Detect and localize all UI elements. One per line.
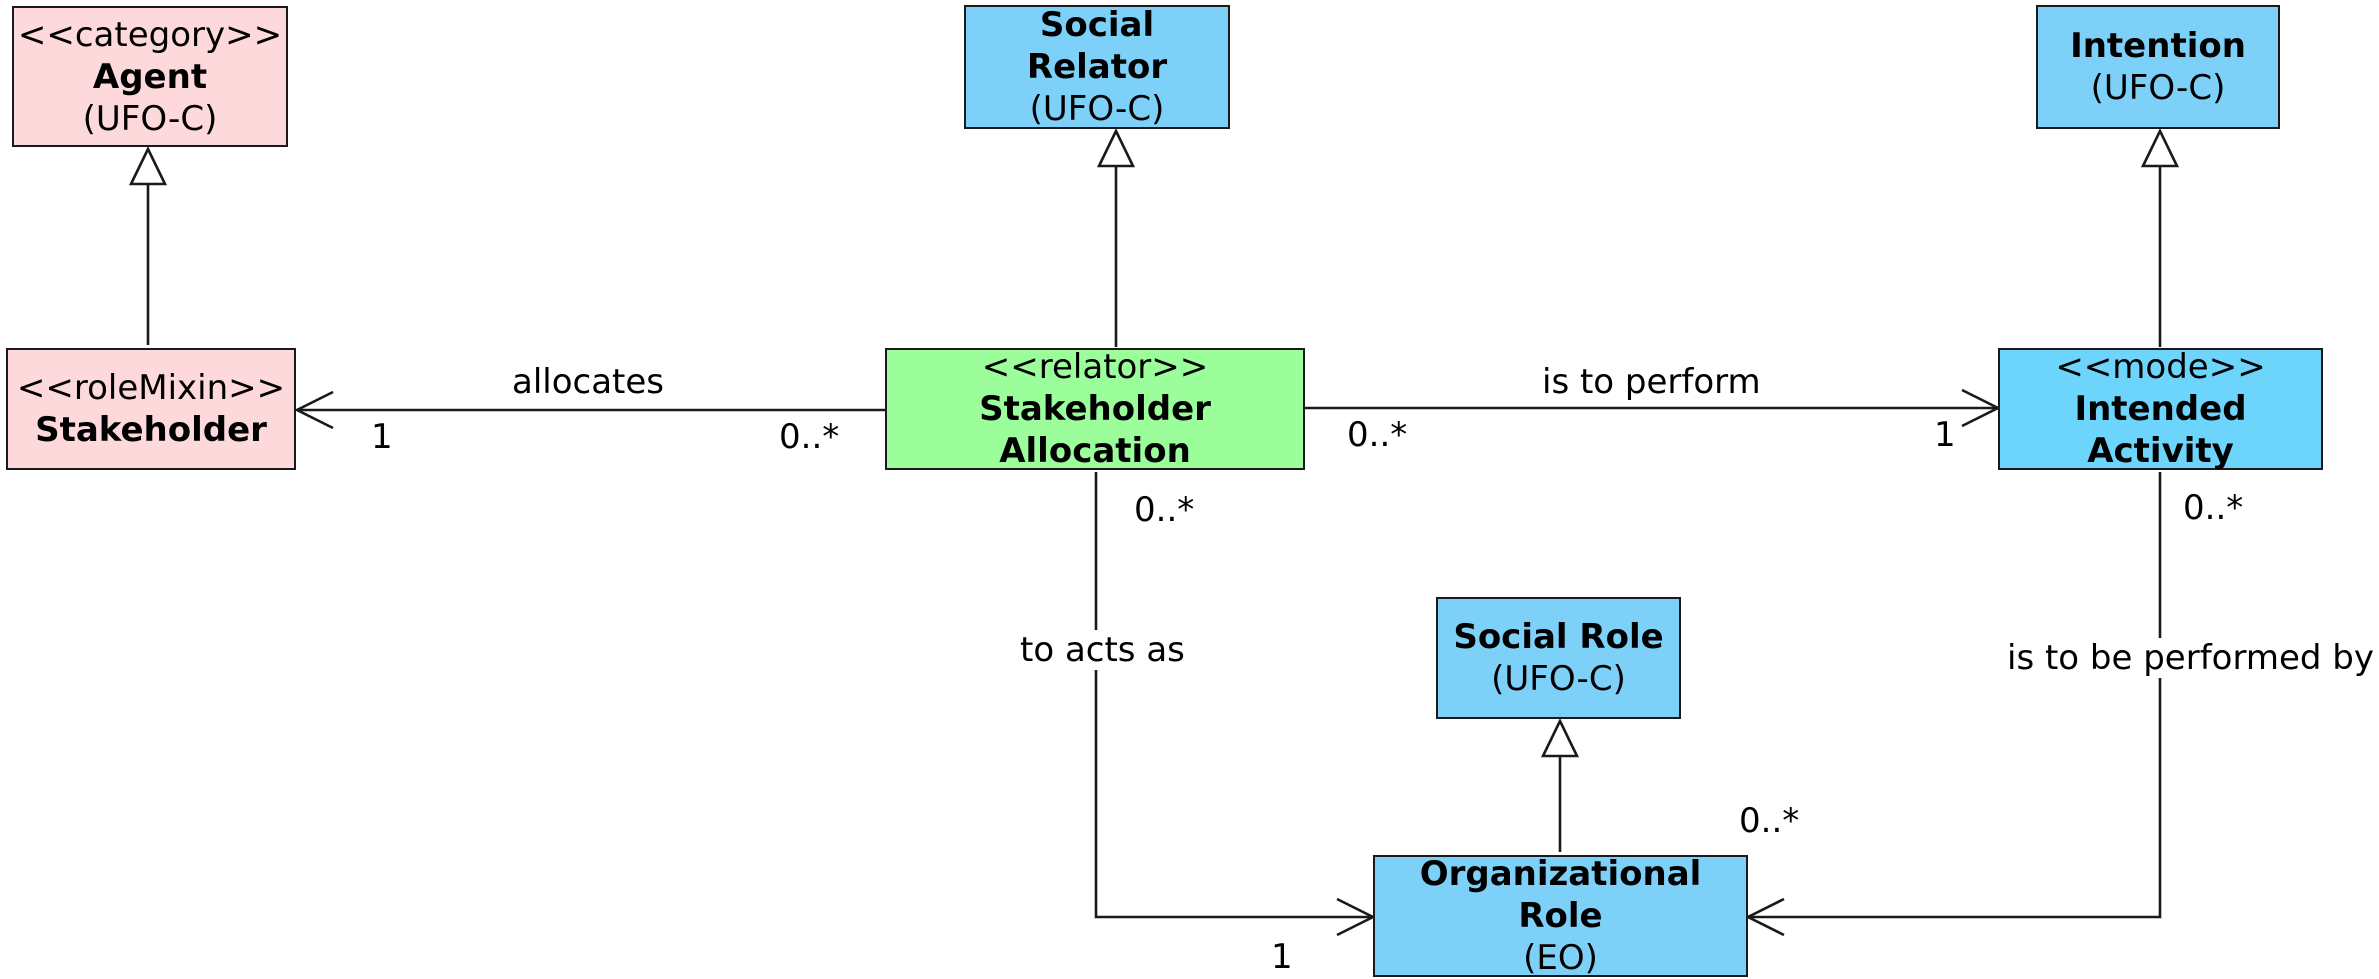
association-to-acts-as-name: to acts as: [1016, 630, 1189, 670]
association-performed-by-line: [1748, 472, 2162, 919]
class-agent-source: (UFO-C): [82, 98, 218, 139]
generalization-arrowhead-relator: [1096, 128, 1136, 168]
class-stakeholder-stereotype: <<roleMixin>>: [16, 368, 286, 408]
association-performed-by-name: is to be performed by: [2003, 638, 2378, 678]
class-organizational-role[interactable]: Organizational Role (EO): [1373, 854, 1748, 978]
association-to-acts-as-source-multiplicity: 0..*: [1134, 490, 1195, 530]
class-stakeholder[interactable]: <<roleMixin>> Stakeholder: [6, 348, 296, 470]
class-social-role[interactable]: Social Role (UFO-C): [1436, 597, 1681, 719]
association-allocates-target-multiplicity: 1: [371, 417, 393, 457]
class-stakeholder-allocation-name: Stakeholder Allocation: [979, 389, 1211, 471]
class-intended-activity[interactable]: <<mode>> Intended Activity: [1998, 347, 2323, 471]
class-social-relator-source: (UFO-C): [1029, 89, 1165, 129]
association-performed-by-source-multiplicity: 0..*: [2183, 488, 2244, 528]
association-is-to-perform-source-multiplicity: 0..*: [1347, 415, 1408, 455]
association-allocates-name: allocates: [512, 362, 665, 402]
class-agent-name: Agent: [92, 56, 208, 97]
association-allocates-arrowhead: [294, 390, 334, 430]
class-stakeholder-name: Stakeholder: [35, 410, 267, 450]
generalization-arrowhead-socialrole: [1540, 718, 1580, 758]
class-organizational-role-name: Organizational Role: [1419, 854, 1702, 936]
association-allocates-source-multiplicity: 0..*: [779, 417, 840, 457]
class-stakeholder-allocation[interactable]: <<relator>> Stakeholder Allocation: [885, 347, 1305, 471]
class-intention-source: (UFO-C): [2090, 68, 2226, 108]
association-is-to-perform-target-multiplicity: 1: [1934, 415, 1956, 455]
association-performed-by-target-multiplicity: 0..*: [1739, 801, 1800, 841]
class-intended-activity-stereotype: <<mode>>: [2055, 347, 2266, 387]
class-social-relator-name: Social Relator: [1026, 5, 1168, 87]
class-social-role-name: Social Role: [1453, 617, 1664, 657]
class-intention[interactable]: Intention (UFO-C): [2036, 5, 2280, 129]
association-is-to-perform-name: is to perform: [1542, 362, 1761, 402]
class-organizational-role-source: (EO): [1523, 938, 1598, 978]
class-intention-name: Intention: [2070, 26, 2246, 66]
class-agent-stereotype: <<category>>: [17, 14, 283, 55]
class-social-role-source: (UFO-C): [1491, 659, 1626, 699]
class-agent[interactable]: <<category>> Agent (UFO-C): [12, 6, 288, 147]
generalization-arrowhead-intention: [2140, 128, 2180, 168]
association-to-acts-as-target-multiplicity: 1: [1271, 937, 1293, 977]
class-stakeholder-allocation-stereotype: <<relator>>: [981, 347, 1209, 387]
association-performed-by-arrowhead: [1745, 897, 1785, 937]
generalization-arrowhead-agent: [128, 146, 168, 186]
class-intended-activity-name: Intended Activity: [2074, 389, 2247, 471]
class-social-relator[interactable]: Social Relator (UFO-C): [964, 5, 1230, 129]
association-to-acts-as-line: [1094, 472, 1373, 919]
